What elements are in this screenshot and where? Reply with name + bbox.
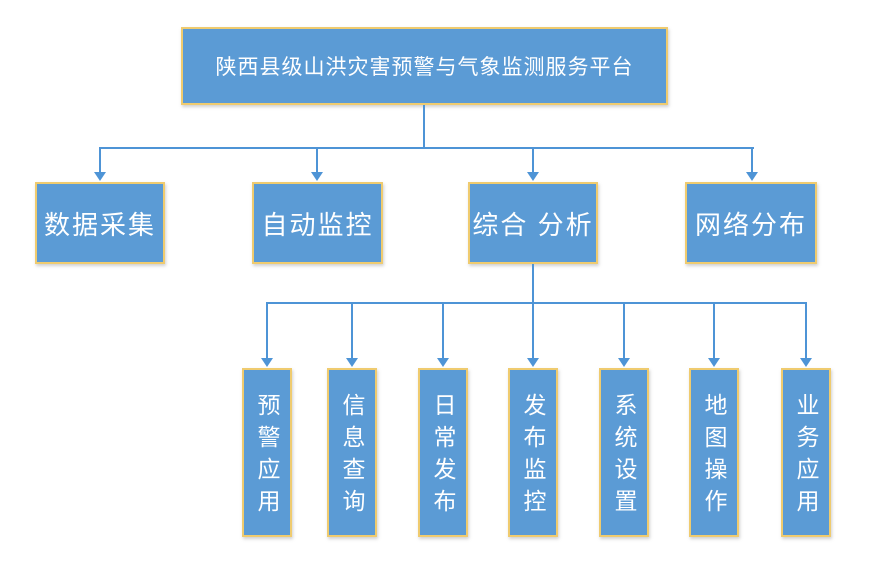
node-network-distribution: 网络分布 <box>685 182 817 264</box>
node-label: 网络分布 <box>694 209 807 240</box>
arrow-down-icon <box>800 358 812 367</box>
root-node-label: 陕西县级山洪灾害预警与气象监测服务平台 <box>215 56 634 79</box>
arrow-down-icon <box>746 172 758 181</box>
connector-line <box>266 302 807 304</box>
node-label: 日常发布 <box>430 393 456 521</box>
root-node: 陕西县级山洪灾害预警与气象监测服务平台 <box>181 27 668 105</box>
node-comprehensive-analysis: 综合 分析 <box>468 182 598 264</box>
node-label: 自动监控 <box>261 209 374 240</box>
node-information-query: 信息查询 <box>327 368 377 537</box>
node-auto-monitoring: 自动监控 <box>252 182 383 264</box>
node-label: 信息查询 <box>339 393 365 521</box>
node-label: 预警应用 <box>254 393 280 521</box>
arrow-down-icon <box>346 358 358 367</box>
node-data-collection: 数据采集 <box>35 182 165 264</box>
arrow-down-icon <box>708 358 720 367</box>
connector-line <box>532 302 534 358</box>
arrow-down-icon <box>94 172 106 181</box>
connector-line <box>532 264 534 304</box>
node-release-monitoring: 发布监控 <box>508 368 558 537</box>
connector-line <box>751 147 753 173</box>
connector-line <box>805 302 807 358</box>
node-label: 系统设置 <box>611 393 637 521</box>
node-map-operations: 地图操作 <box>689 368 739 537</box>
node-label: 发布监控 <box>520 393 546 521</box>
node-business-application: 业务应用 <box>781 368 831 537</box>
node-label: 综合 分析 <box>472 209 594 240</box>
node-label: 数据采集 <box>43 209 156 240</box>
connector-line <box>99 147 754 149</box>
connector-line <box>266 302 268 358</box>
arrow-down-icon <box>261 358 273 367</box>
connector-line <box>316 147 318 173</box>
connector-line <box>442 302 444 358</box>
arrow-down-icon <box>527 358 539 367</box>
arrow-down-icon <box>618 358 630 367</box>
connector-line <box>99 147 101 173</box>
node-system-settings: 系统设置 <box>599 368 649 537</box>
arrow-down-icon <box>527 172 539 181</box>
node-label: 业务应用 <box>793 393 819 521</box>
connector-line <box>351 302 353 358</box>
arrow-down-icon <box>437 358 449 367</box>
node-label: 地图操作 <box>701 393 727 521</box>
arrow-down-icon <box>311 172 323 181</box>
connector-line <box>623 302 625 358</box>
connector-line <box>423 105 425 149</box>
connector-line <box>713 302 715 358</box>
node-daily-release: 日常发布 <box>418 368 468 537</box>
node-warning-application: 预警应用 <box>242 368 292 537</box>
connector-line <box>532 147 534 173</box>
